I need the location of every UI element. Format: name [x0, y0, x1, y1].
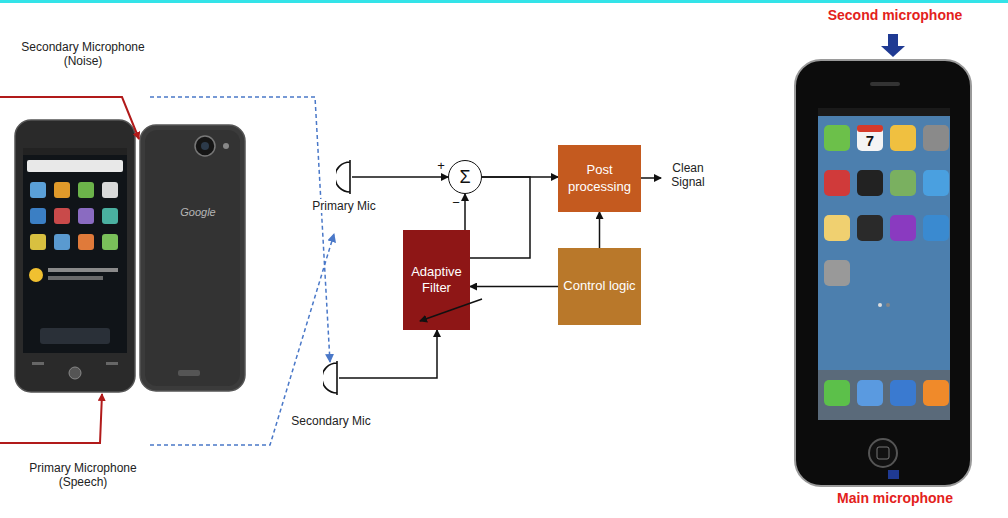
output-label: Clean Signal — [663, 161, 713, 190]
signal-connector — [352, 176, 448, 178]
summing-junction: Σ — [448, 160, 482, 194]
phone-back — [140, 125, 245, 391]
box-text: Control logic — [563, 278, 635, 294]
icon-text: 7 — [857, 131, 883, 151]
signal-connector — [599, 212, 601, 248]
signal-connector — [464, 194, 466, 230]
sum-symbol: Σ — [459, 168, 470, 186]
microphone-icon — [323, 360, 339, 396]
box-text: Adaptive Filter — [407, 264, 466, 297]
signal-connector — [470, 177, 530, 258]
dashed-link — [150, 97, 330, 362]
leader-line — [0, 394, 102, 443]
signal-connector — [339, 330, 437, 378]
sign-label: − — [450, 195, 462, 211]
microphone-icon — [336, 159, 352, 195]
brand-text: Google — [168, 206, 228, 219]
process-box: Adaptive Filter — [403, 230, 470, 330]
microphone-symbol: Secondary Mic — [323, 360, 339, 396]
callout-label: Primary Microphone (Speech) — [8, 461, 158, 490]
mic-label: Secondary Mic — [289, 414, 372, 428]
phone-front — [15, 120, 135, 392]
sign-label: + — [435, 158, 447, 174]
signal-connector — [470, 286, 558, 288]
leader-line — [0, 97, 139, 139]
output-arrow — [641, 177, 661, 179]
top-rule — [0, 0, 1008, 3]
mic-label: Primary Mic — [310, 199, 377, 213]
callout-label: Main microphone — [810, 490, 980, 507]
iphone — [795, 34, 971, 486]
callout-label: Second microphone — [810, 7, 980, 24]
microphone-symbol: Primary Mic — [336, 159, 352, 195]
process-box: Control logic — [558, 248, 641, 325]
box-text: Post processing — [562, 162, 637, 195]
callout-label: Secondary Microphone (Noise) — [8, 40, 158, 69]
process-box: Post processing — [558, 145, 641, 212]
